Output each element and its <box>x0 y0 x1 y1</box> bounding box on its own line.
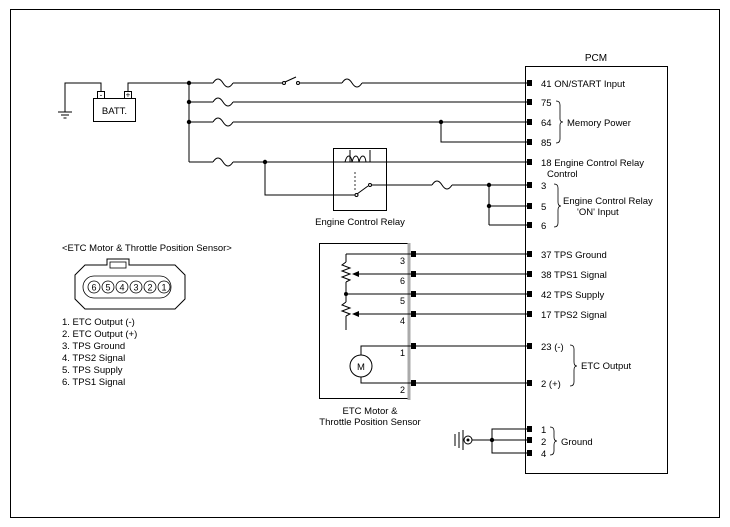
ground-label: Ground <box>561 437 593 448</box>
pcm-module: PCM <box>525 53 668 474</box>
pin-g4: 4 <box>541 449 546 460</box>
connector-view: <ETC Motor & Throttle Position Sensor> 6… <box>62 243 232 388</box>
pcm-pin-labels: 41 ON/START Input 75 64 85 Memory Power … <box>541 79 653 460</box>
connector-pin: 4 <box>119 283 124 293</box>
legend-item: 2. ETC Output (+) <box>62 329 137 340</box>
sensor-pin-markers <box>411 251 416 386</box>
battery-plus-sign: + <box>126 91 131 100</box>
connector-pin: 2 <box>147 283 152 293</box>
sensor-pin-5: 5 <box>400 296 405 306</box>
connector-pin: 6 <box>91 283 96 293</box>
connector-legend: 1. ETC Output (-) 2. ETC Output (+) 3. T… <box>62 317 137 388</box>
pin-ecr-control: 18 Engine Control Relay <box>541 158 644 169</box>
legend-item: 1. ETC Output (-) <box>62 317 135 328</box>
ecr-on-label-2: 'ON' Input <box>577 207 619 218</box>
pin-g1: 1 <box>541 425 546 436</box>
memory-power-label: Memory Power <box>567 118 631 129</box>
sensor-pin-1: 1 <box>400 348 405 358</box>
pin-tps-ground: 37 TPS Ground <box>541 250 607 261</box>
sensor-pin-2: 2 <box>400 385 405 395</box>
page-frame <box>10 9 720 518</box>
pin-75: 75 <box>541 98 552 109</box>
etc-output-label: ETC Output <box>581 361 632 372</box>
pin-64: 64 <box>541 118 552 129</box>
sensor-pin-6: 6 <box>400 276 405 286</box>
pin-5: 5 <box>541 202 546 213</box>
ecr-on-label-1: Engine Control Relay <box>563 196 653 207</box>
pin-6: 6 <box>541 221 546 232</box>
battery: BATT. - + <box>58 82 189 122</box>
connector-pin: 5 <box>105 283 110 293</box>
pin-85: 85 <box>541 138 552 149</box>
legend-item: 3. TPS Ground <box>62 341 125 352</box>
sensor-pin-3: 3 <box>400 256 405 266</box>
sensor-pin-4: 4 <box>400 316 405 326</box>
connector-pins: 6 5 4 3 2 1 <box>87 280 171 294</box>
pin-tps2-signal: 17 TPS2 Signal <box>541 310 607 321</box>
pin-tps1-signal: 38 TPS1 Signal <box>541 270 607 281</box>
pin-ecr-control-2: Control <box>547 169 578 180</box>
pin-3: 3 <box>541 181 546 192</box>
motor-symbol: M <box>357 362 365 373</box>
ground-symbol <box>454 428 527 454</box>
pin-g2: 2 <box>541 437 546 448</box>
pin-on-start: 41 ON/START Input <box>541 79 625 90</box>
sensor-wires <box>416 253 527 384</box>
pcm-pin-markers <box>527 80 532 456</box>
legend-item: 4. TPS2 Signal <box>62 353 125 364</box>
pin-tps-supply: 42 TPS Supply <box>541 290 604 301</box>
engine-control-relay: Engine Control Relay <box>315 148 405 228</box>
connector-pin: 3 <box>133 283 138 293</box>
legend-item: 6. TPS1 Signal <box>62 377 125 388</box>
relay-label: Engine Control Relay <box>315 217 405 228</box>
connector-pin: 1 <box>161 283 166 293</box>
sensor-box: ETC Motor & Throttle Position Sensor 3 6… <box>319 243 421 428</box>
battery-label: BATT. <box>102 106 127 117</box>
battery-minus-sign: - <box>100 91 103 100</box>
pin-etc-minus: 23 (-) <box>541 342 564 353</box>
pin-etc-plus: 2 (+) <box>541 379 561 390</box>
sensor-box-label-1: ETC Motor & <box>343 406 399 417</box>
relay-output-wires <box>386 180 527 226</box>
pcm-title: PCM <box>585 53 607 64</box>
sensor-box-label-2: Throttle Position Sensor <box>319 417 420 428</box>
legend-item: 5. TPS Supply <box>62 365 123 376</box>
power-feeds <box>186 76 527 196</box>
connector-title: <ETC Motor & Throttle Position Sensor> <box>62 243 232 254</box>
